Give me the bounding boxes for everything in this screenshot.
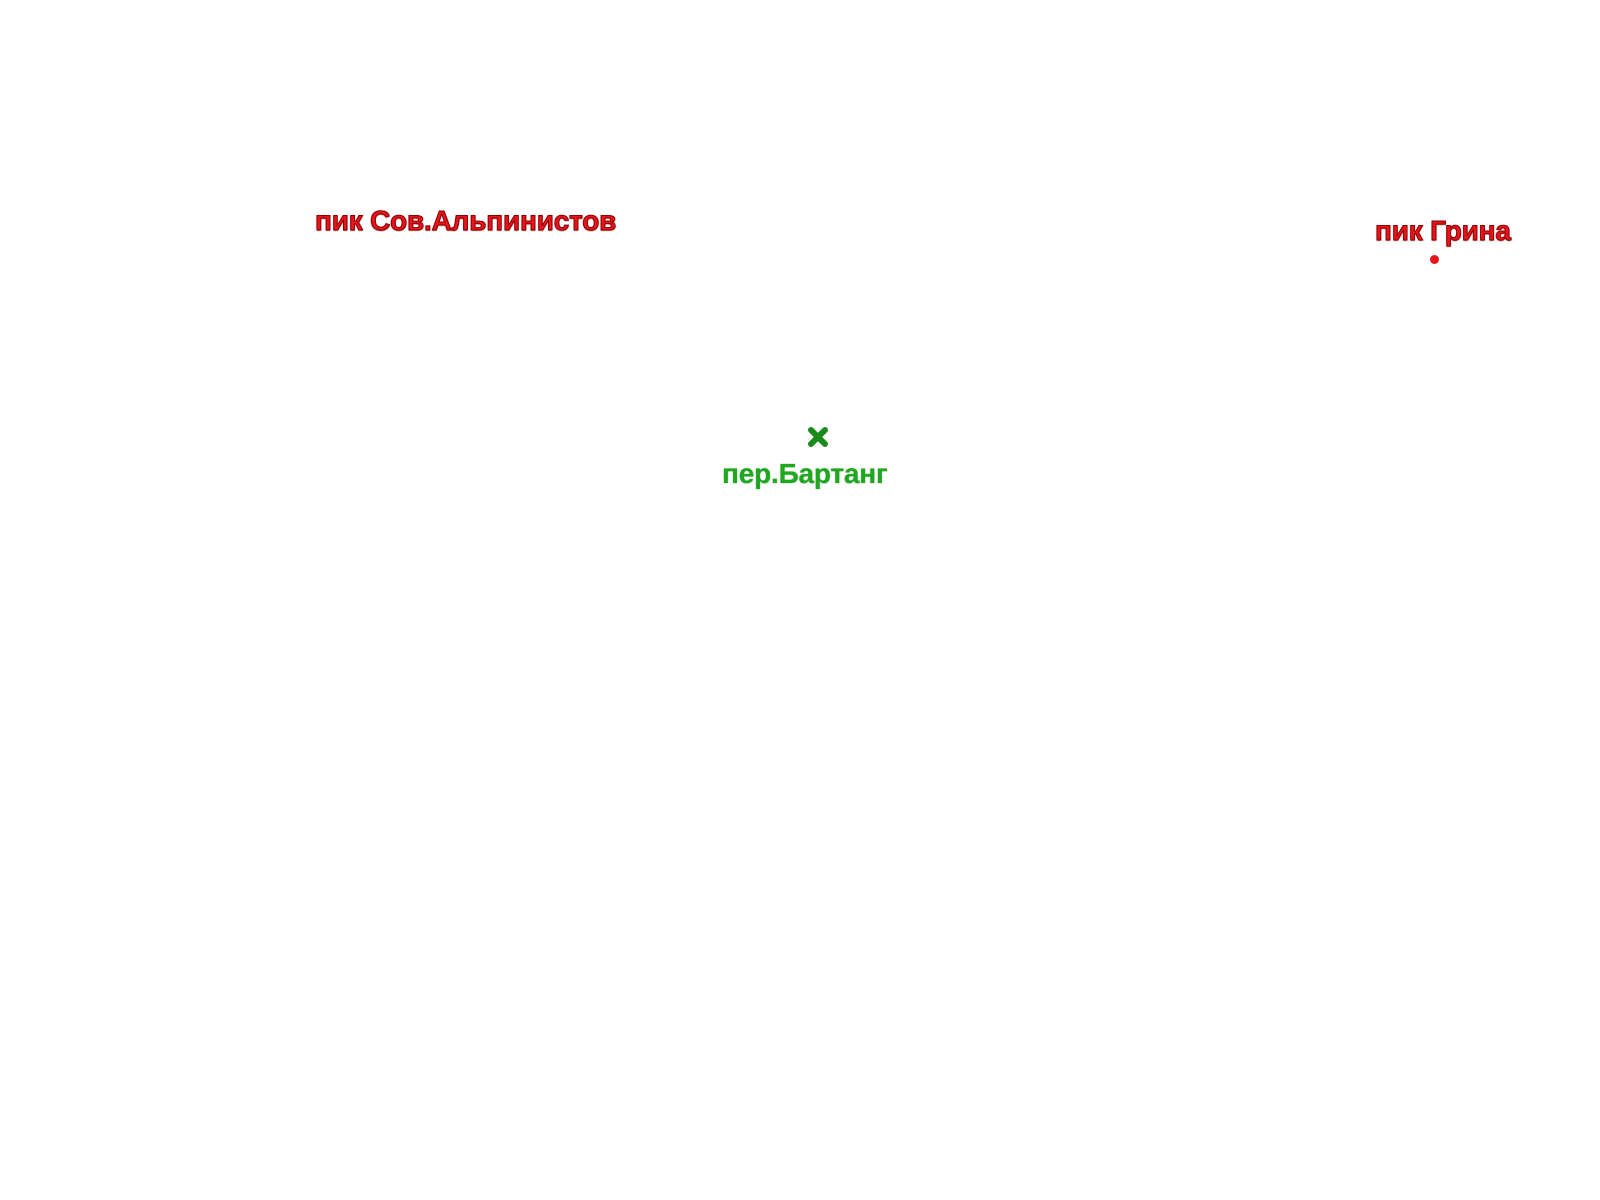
peak-label-sov-alpinistov: пик Сов.Альпинистов	[314, 205, 617, 236]
pass-cross-icon	[808, 427, 828, 447]
peak-label-grina: пик Грина	[1375, 215, 1512, 246]
peak-dot-icon	[1430, 255, 1439, 264]
pass-label-bartang: пер.Бартанг	[722, 458, 888, 489]
